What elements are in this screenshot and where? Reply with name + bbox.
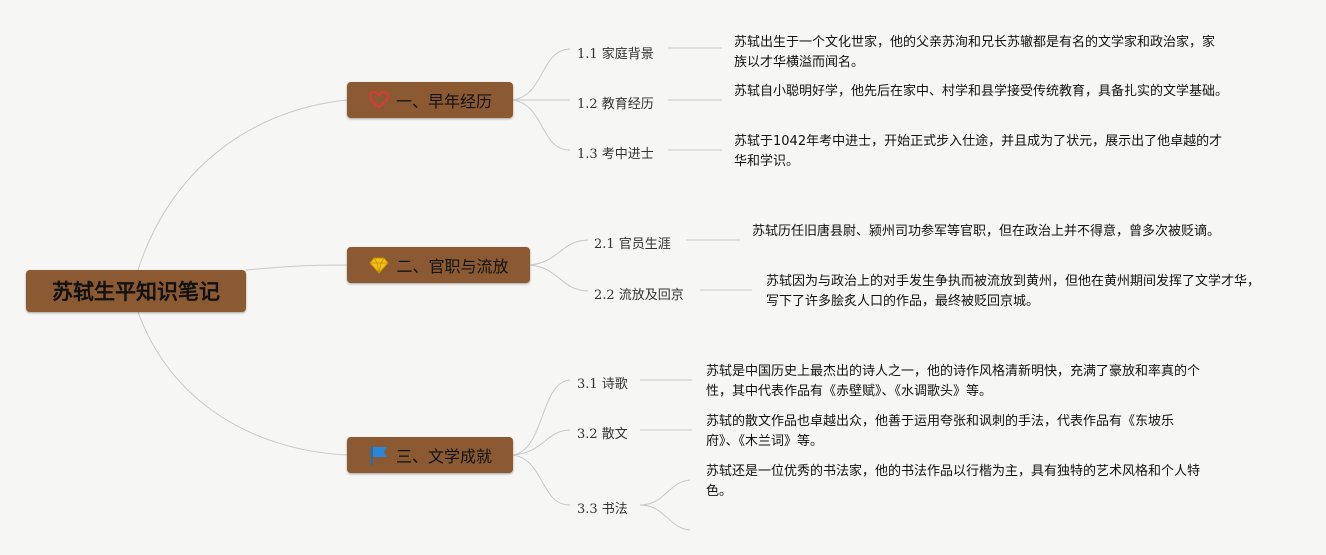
subtopic-1-2[interactable]: 1.2 教育经历	[577, 97, 654, 112]
branch-node-early-life[interactable]: 一、早年经历	[347, 82, 513, 118]
subtopic-2-2[interactable]: 2.2 流放及回京	[594, 288, 684, 303]
branch-label: 二、官职与流放	[396, 257, 509, 276]
description-1-2: 苏轼自小聪明好学，他先后在家中、村学和县学接受传统教育，具备扎实的文学基础。	[734, 84, 1229, 99]
diamond-icon	[368, 254, 390, 276]
branch-node-career-exile[interactable]: 二、官职与流放	[347, 247, 530, 283]
heart-icon	[368, 89, 390, 111]
link-b3-s2	[512, 429, 571, 456]
link-b1-s1	[512, 48, 571, 101]
description-2-1: 苏轼历任旧唐县尉、颍州司功参军等官职，但在政治上并不得意，曾多次被贬谪。	[752, 224, 1221, 239]
description-3-2: 苏轼的散文作品也卓越出众，他善于运用夸张和讽刺的手法，代表作品有《东坡乐府》、《…	[706, 414, 1175, 449]
subtopic-2-1[interactable]: 2.1 官员生涯	[594, 237, 671, 252]
branch-label: 三、文学成就	[395, 447, 492, 466]
root-title: 苏轼生平知识笔记	[52, 280, 220, 304]
subtopic-3-3[interactable]: 3.3 书法	[577, 502, 628, 517]
branch-label: 一、早年经历	[395, 92, 492, 111]
description-1-1: 苏轼出生于一个文化世家，他的父亲苏洵和兄长苏辙都是有名的文学家和政治家，家族以才…	[734, 35, 1216, 70]
link-b2-s1	[529, 239, 589, 266]
link-root-branch-1	[137, 99, 348, 271]
root-node[interactable]: 苏轼生平知识笔记	[26, 270, 246, 312]
link-s33-desc-b	[639, 504, 691, 531]
link-b3-s3	[512, 454, 571, 506]
description-2-2: 苏轼因为与政治上的对手发生争执而被流放到黄州，但他在黄州期间发挥了文学才华，写下…	[766, 274, 1261, 309]
link-b3-s1	[512, 379, 571, 456]
description-1-3: 苏轼于1042年考中进士，开始正式步入仕途，并且成为了状元，展示出了他卓越的才华…	[734, 134, 1223, 169]
link-b1-s3	[512, 99, 571, 151]
description-3-3: 苏轼还是一位优秀的书法家，他的书法作品以行楷为主，具有独特的艺术风格和个人特色。	[706, 464, 1201, 499]
description-3-1: 苏轼是中国历史上最杰出的诗人之一，他的诗作风格清新明快，充满了豪放和率真的个性，…	[706, 364, 1201, 399]
subtopic-1-1[interactable]: 1.1 家庭背景	[577, 47, 654, 62]
link-b2-s2	[529, 264, 589, 292]
subtopic-3-1[interactable]: 3.1 诗歌	[577, 377, 628, 392]
flag-icon	[368, 444, 390, 466]
link-s33-desc-a	[639, 479, 691, 506]
subtopic-1-3[interactable]: 1.3 考中进士	[577, 147, 654, 162]
link-root-branch-2	[245, 264, 348, 271]
link-root-branch-3	[137, 311, 348, 456]
branch-node-literary-achievements[interactable]: 三、文学成就	[347, 437, 513, 473]
subtopic-3-2[interactable]: 3.2 散文	[577, 427, 628, 442]
